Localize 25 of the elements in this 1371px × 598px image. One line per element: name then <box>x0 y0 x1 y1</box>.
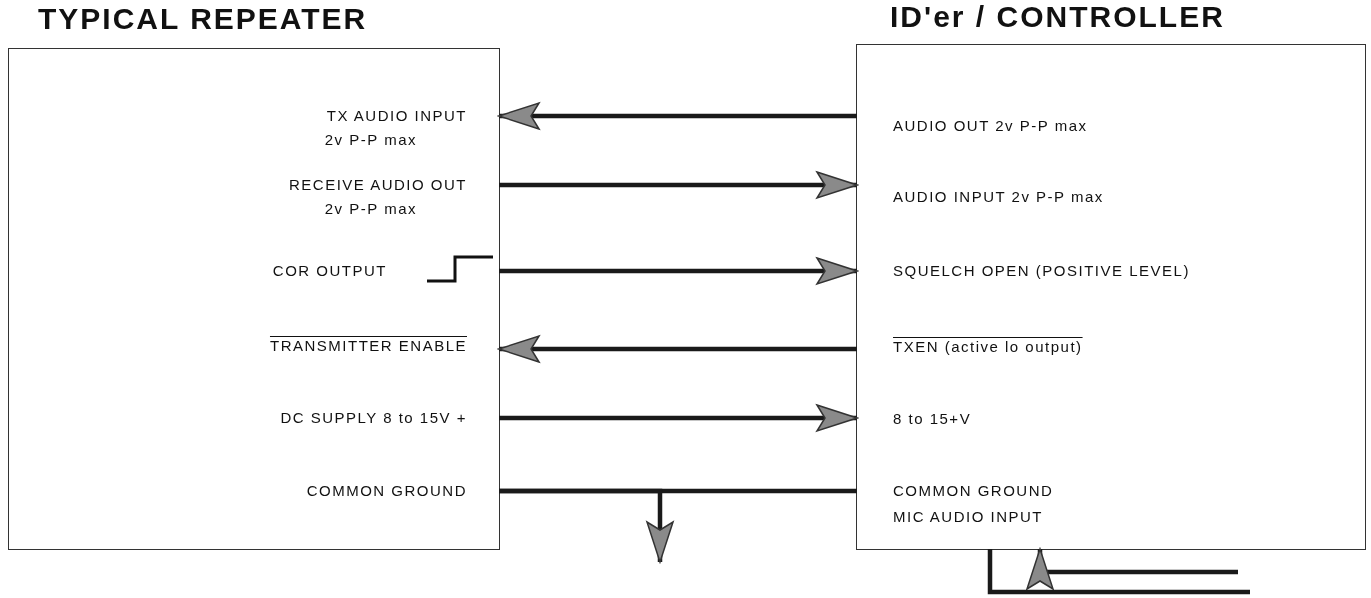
signal-label: COR OUTPUT <box>272 261 388 281</box>
arrow <box>498 102 857 130</box>
arrow <box>499 488 674 563</box>
signal-label: AUDIO OUT 2v P-P max <box>893 116 1088 136</box>
signal-label: COMMON GROUND <box>893 481 1054 501</box>
signal-label: AUDIO INPUT 2v P-P max <box>893 187 1104 207</box>
signal-label: SQUELCH OPEN (POSITIVE LEVEL) <box>893 261 1190 281</box>
signal-label: MIC AUDIO INPUT <box>893 507 1043 527</box>
signal-label: TRANSMITTER ENABLE <box>269 336 467 356</box>
signal-label: 2v P-P max <box>324 130 418 150</box>
arrow <box>1026 548 1238 590</box>
arrow <box>498 335 857 363</box>
block-title: TYPICAL REPEATER <box>38 2 368 36</box>
signal-label: RECEIVE AUDIO OUT <box>288 175 467 195</box>
signal-label: 2v P-P max <box>323 199 418 219</box>
signal-label: 8 to 15+V <box>893 409 972 429</box>
arrow <box>499 257 858 285</box>
arrow <box>499 404 858 432</box>
signal-label: DC SUPPLY 8 to 15V + <box>280 408 467 428</box>
signal-label: COMMON GROUND <box>306 481 467 501</box>
wire <box>987 549 1250 595</box>
arrow <box>499 171 858 199</box>
block-title: ID'er / CONTROLLER <box>890 0 1225 34</box>
signal-label: TXEN (active lo output) <box>893 337 1083 357</box>
signal-label: TX AUDIO INPUT <box>325 106 467 126</box>
